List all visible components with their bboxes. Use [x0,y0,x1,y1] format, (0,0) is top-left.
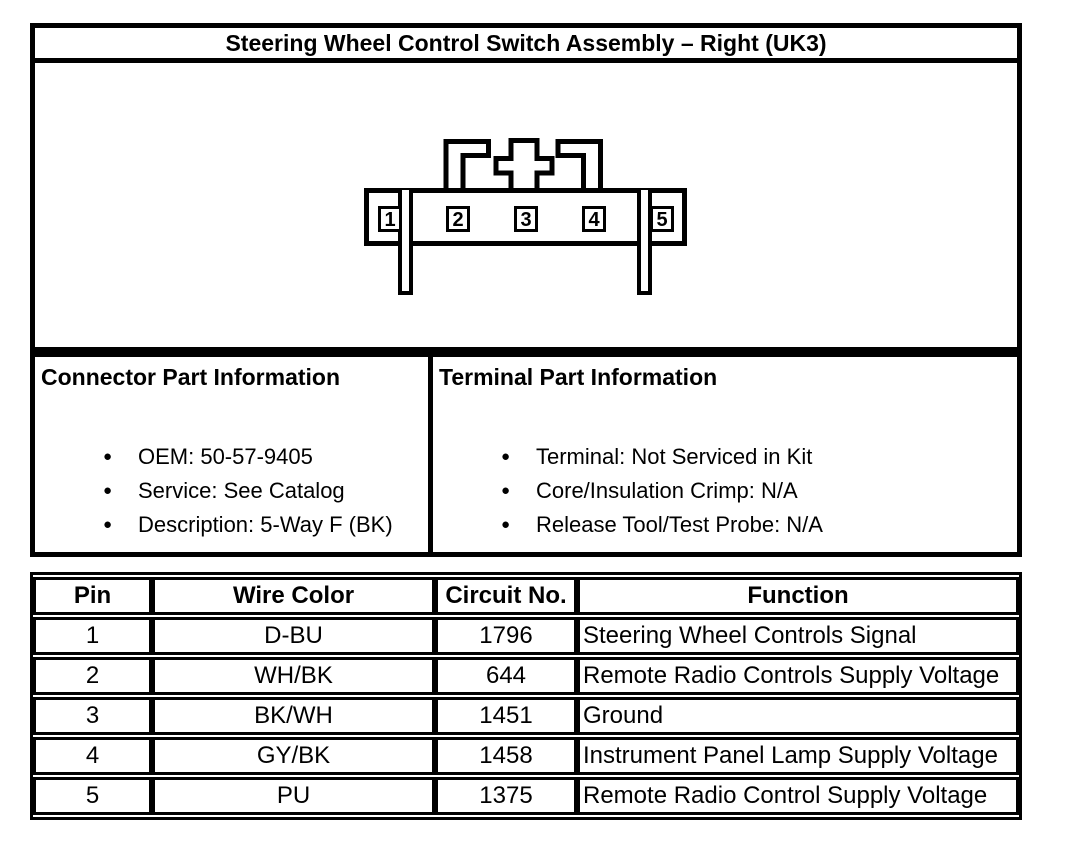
list-item: Terminal: Not Serviced in Kit [501,440,1017,474]
cell-wire: WH/BK [152,657,435,695]
table-row: 2 WH/BK 644 Remote Radio Controls Supply… [33,657,1019,695]
cell-pin: 4 [33,737,152,775]
connector-part-info-heading: Connector Part Information [41,364,341,390]
terminal-part-info-heading: Terminal Part Information [439,364,718,390]
cell-circuit: 644 [435,657,577,695]
list-item: Description: 5-Way F (BK) [103,508,428,542]
column-header-wire: Wire Color [152,577,435,615]
connector-diagram-cell [30,58,1022,352]
page-title: Steering Wheel Control Switch Assembly –… [225,30,827,56]
cell-pin: 5 [33,777,152,815]
terminal-part-info-cell: Terminal Part Information Terminal: Not … [428,352,1022,557]
connector-part-info-list: OEM: 50-57-9405 Service: See Catalog Des… [35,440,428,542]
list-item: Service: See Catalog [103,474,428,508]
table-row: 5 PU 1375 Remote Radio Control Supply Vo… [33,777,1019,815]
cell-function: Remote Radio Control Supply Voltage [577,777,1019,815]
pin-table: Pin Wire Color Circuit No. Function 1 D-… [30,572,1022,820]
cell-pin: 1 [33,617,152,655]
column-header-function: Function [577,577,1019,615]
cell-wire: BK/WH [152,697,435,735]
column-header-circuit: Circuit No. [435,577,577,615]
column-header-pin: Pin [33,577,152,615]
list-item: Core/Insulation Crimp: N/A [501,474,1017,508]
cell-circuit: 1375 [435,777,577,815]
list-item: OEM: 50-57-9405 [103,440,428,474]
cell-function: Remote Radio Controls Supply Voltage [577,657,1019,695]
cell-pin: 2 [33,657,152,695]
cell-wire: PU [152,777,435,815]
cell-circuit: 1458 [435,737,577,775]
cell-pin: 3 [33,697,152,735]
cell-wire: D-BU [152,617,435,655]
cell-function: Instrument Panel Lamp Supply Voltage [577,737,1019,775]
cell-circuit: 1451 [435,697,577,735]
cell-wire: GY/BK [152,737,435,775]
table-row: 4 GY/BK 1458 Instrument Panel Lamp Suppl… [33,737,1019,775]
cell-function: Steering Wheel Controls Signal [577,617,1019,655]
table-header-row: Pin Wire Color Circuit No. Function [33,577,1019,615]
terminal-part-info-list: Terminal: Not Serviced in Kit Core/Insul… [433,440,1017,542]
table-row: 3 BK/WH 1451 Ground [33,697,1019,735]
list-item: Release Tool/Test Probe: N/A [501,508,1017,542]
title-cell: Steering Wheel Control Switch Assembly –… [30,23,1022,63]
cell-function: Ground [577,697,1019,735]
cell-circuit: 1796 [435,617,577,655]
table-row: 1 D-BU 1796 Steering Wheel Controls Sign… [33,617,1019,655]
connector-part-info-cell: Connector Part Information OEM: 50-57-94… [30,352,433,557]
